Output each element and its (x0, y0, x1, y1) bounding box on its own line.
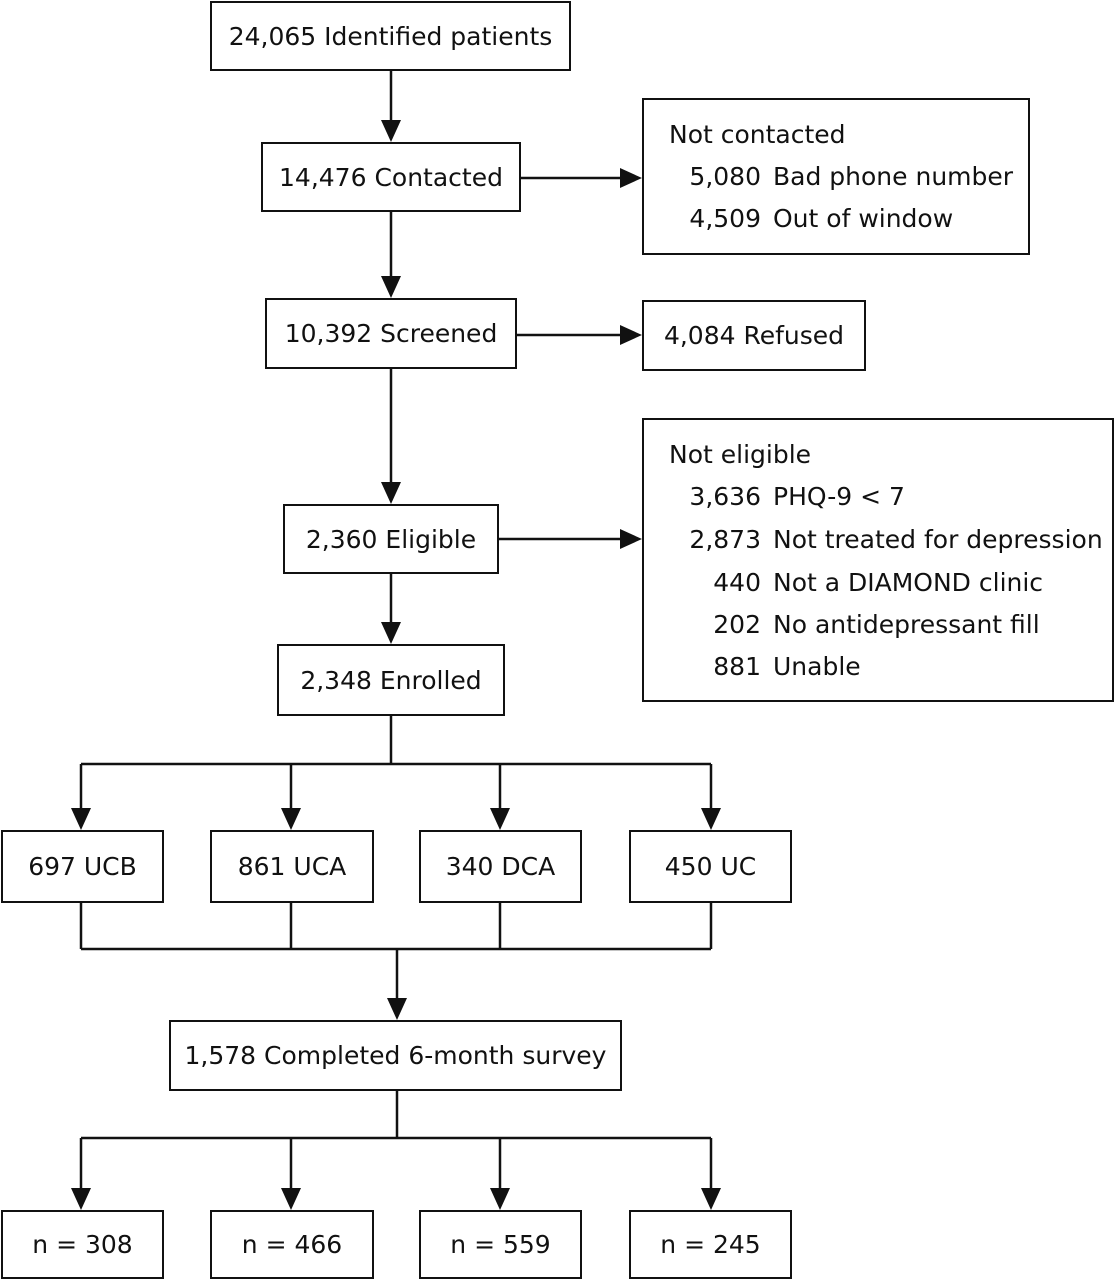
item-label: Unable (773, 652, 861, 681)
completer-box-ucb: n = 308 (1, 1210, 164, 1279)
completed-survey-text: 1,578 Completed 6-month survey (184, 1041, 607, 1070)
item-count: 5,080 (689, 162, 761, 191)
arrowhead-arm-3 (490, 808, 510, 830)
arm-box-uc: 450 UC (629, 830, 792, 903)
not-eligible-title: Not eligible (669, 440, 812, 469)
completer-text: n = 466 (241, 1230, 343, 1259)
not-contacted-title: Not contacted (669, 120, 846, 149)
arm-text: 697 UCB (28, 852, 137, 881)
identified-patients-text: 24,065 Identified patients (228, 21, 553, 51)
item-count: 4,509 (689, 204, 761, 233)
refused-text: 4,084 Refused (663, 321, 845, 350)
eligible-text: 2,360 Eligible (305, 524, 477, 554)
arrowhead-arm-4 (701, 808, 721, 830)
arm-box-dca: 340 DCA (419, 830, 582, 903)
contacted-box: 14,476 Contacted (261, 142, 521, 212)
screened-box: 10,392 Screened (265, 298, 517, 369)
enrolled-box: 2,348 Enrolled (277, 644, 505, 716)
completer-text: n = 308 (32, 1230, 133, 1259)
completed-survey-box: 1,578 Completed 6-month survey (169, 1020, 622, 1091)
refused-box: 4,084 Refused (642, 300, 866, 371)
arrowhead-completed (387, 998, 407, 1020)
enrolled-text: 2,348 Enrolled (300, 665, 482, 695)
item-label: PHQ-9 < 7 (773, 482, 905, 511)
arrowhead-arm-2 (281, 808, 301, 830)
not-contacted-box: Not contacted 5,080 Bad phone number 4,5… (642, 98, 1030, 255)
list-item: 5,080 Bad phone number (669, 162, 1013, 191)
list-item: 881 Unable (669, 652, 861, 681)
list-item: 202 No antidepressant fill (669, 610, 1040, 639)
completer-text: n = 245 (660, 1230, 761, 1259)
arrowhead-not-eligible (620, 529, 642, 549)
item-label: Out of window (773, 204, 954, 233)
item-count: 2,873 (689, 525, 761, 554)
not-eligible-box: Not eligible 3,636 PHQ-9 < 7 2,873 Not t… (642, 418, 1114, 702)
arrowhead-refused (620, 325, 642, 345)
arm-box-uca: 861 UCA (210, 830, 374, 903)
arrowhead-eligible (381, 482, 401, 504)
arrowhead-screened (381, 276, 401, 298)
item-label: Not treated for depression (773, 525, 1103, 554)
completer-text: n = 559 (450, 1230, 551, 1259)
contacted-text: 14,476 Contacted (279, 162, 503, 192)
arm-text: 861 UCA (237, 852, 347, 881)
arrowhead-arm-1 (71, 808, 91, 830)
item-count: 3,636 (689, 482, 761, 511)
completer-box-dca: n = 559 (419, 1210, 582, 1279)
completer-box-uc: n = 245 (629, 1210, 792, 1279)
arm-text: 340 DCA (445, 852, 556, 881)
list-item: 3,636 PHQ-9 < 7 (669, 482, 905, 511)
arrowhead-contacted (381, 120, 401, 142)
arrowhead-enrolled (381, 622, 401, 644)
completer-box-uca: n = 466 (210, 1210, 374, 1279)
list-item: 440 Not a DIAMOND clinic (669, 568, 1043, 597)
item-label: Bad phone number (773, 162, 1014, 191)
item-label: No antidepressant fill (773, 610, 1040, 639)
arm-box-ucb: 697 UCB (1, 830, 164, 903)
arm-text: 450 UC (664, 852, 757, 881)
list-item: 2,873 Not treated for depression (669, 525, 1103, 554)
identified-patients-box: 24,065 Identified patients (210, 1, 571, 71)
arrowhead-not-contacted (620, 168, 642, 188)
item-count: 202 (713, 610, 761, 639)
item-label: Not a DIAMOND clinic (773, 568, 1044, 597)
eligible-box: 2,360 Eligible (283, 504, 499, 574)
item-count: 881 (713, 652, 761, 681)
screened-text: 10,392 Screened (284, 319, 498, 348)
item-count: 440 (713, 568, 761, 597)
list-item: 4,509 Out of window (669, 204, 953, 233)
